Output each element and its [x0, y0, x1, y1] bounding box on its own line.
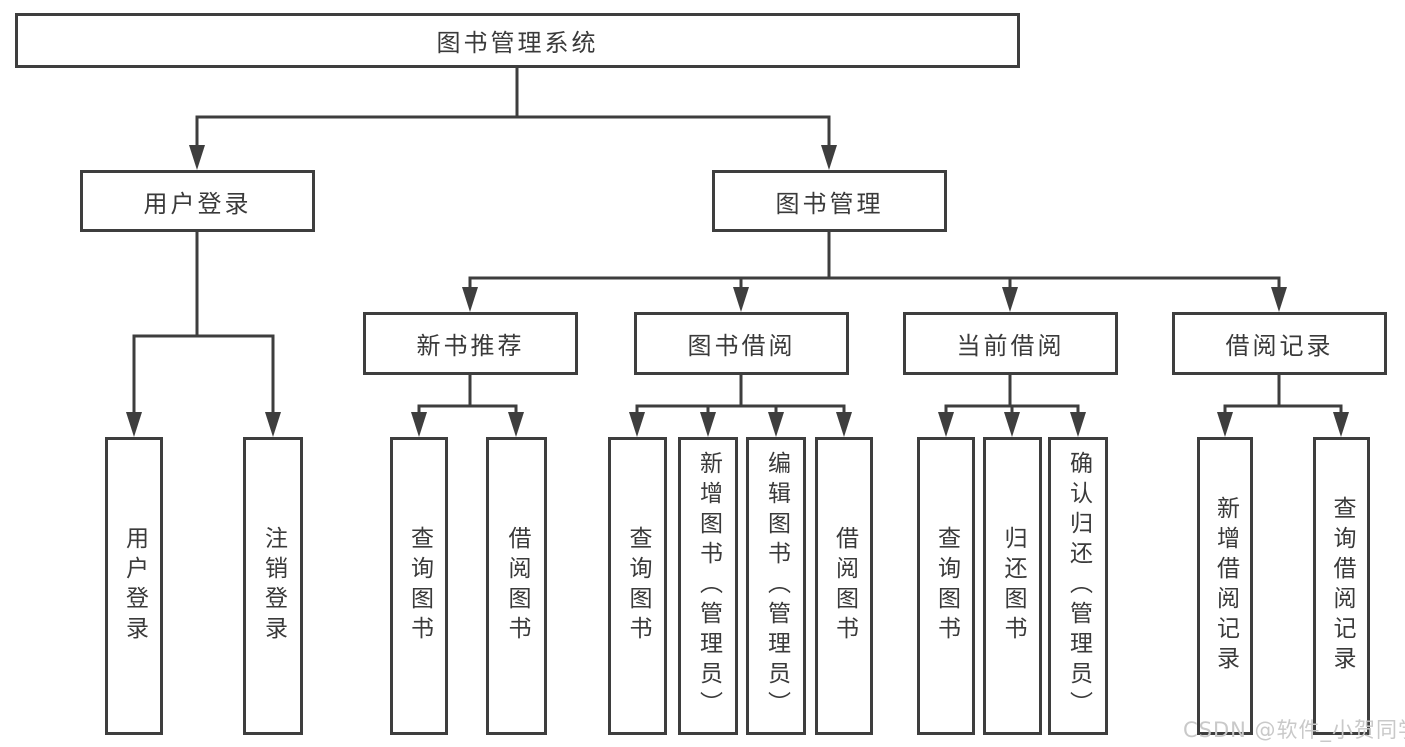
leaf-return-books: 归还图书 [983, 437, 1042, 735]
csdn-watermark: CSDN @软件_小贺同学 [1183, 718, 1405, 742]
leaf-query-books-recommend: 查询图书 [390, 437, 448, 735]
leaf-query-borrow-record: 查询借阅记录 [1313, 437, 1370, 735]
leaf-edit-books-admin: 编辑图书（管理员） [746, 437, 806, 735]
node-user-login: 用户登录 [80, 170, 315, 232]
leaf-query-books-current: 查询图书 [917, 437, 975, 735]
node-book-borrowing: 图书借阅 [634, 312, 849, 375]
leaf-confirm-return-admin: 确认归还（管理员） [1048, 437, 1108, 735]
node-book-management: 图书管理 [712, 170, 947, 232]
node-root-system: 图书管理系统 [15, 13, 1020, 68]
leaf-query-books-borrowing: 查询图书 [608, 437, 667, 735]
node-current-borrowing: 当前借阅 [903, 312, 1118, 375]
node-borrowing-records: 借阅记录 [1172, 312, 1387, 375]
leaf-user-login: 用户登录 [105, 437, 163, 735]
node-new-book-recommendation: 新书推荐 [363, 312, 578, 375]
leaf-add-borrow-record: 新增借阅记录 [1197, 437, 1253, 735]
leaf-logout: 注销登录 [243, 437, 303, 735]
leaf-borrow-books-recommend: 借阅图书 [486, 437, 547, 735]
leaf-add-books-admin: 新增图书（管理员） [678, 437, 738, 735]
leaf-borrow-books-borrowing: 借阅图书 [815, 437, 873, 735]
